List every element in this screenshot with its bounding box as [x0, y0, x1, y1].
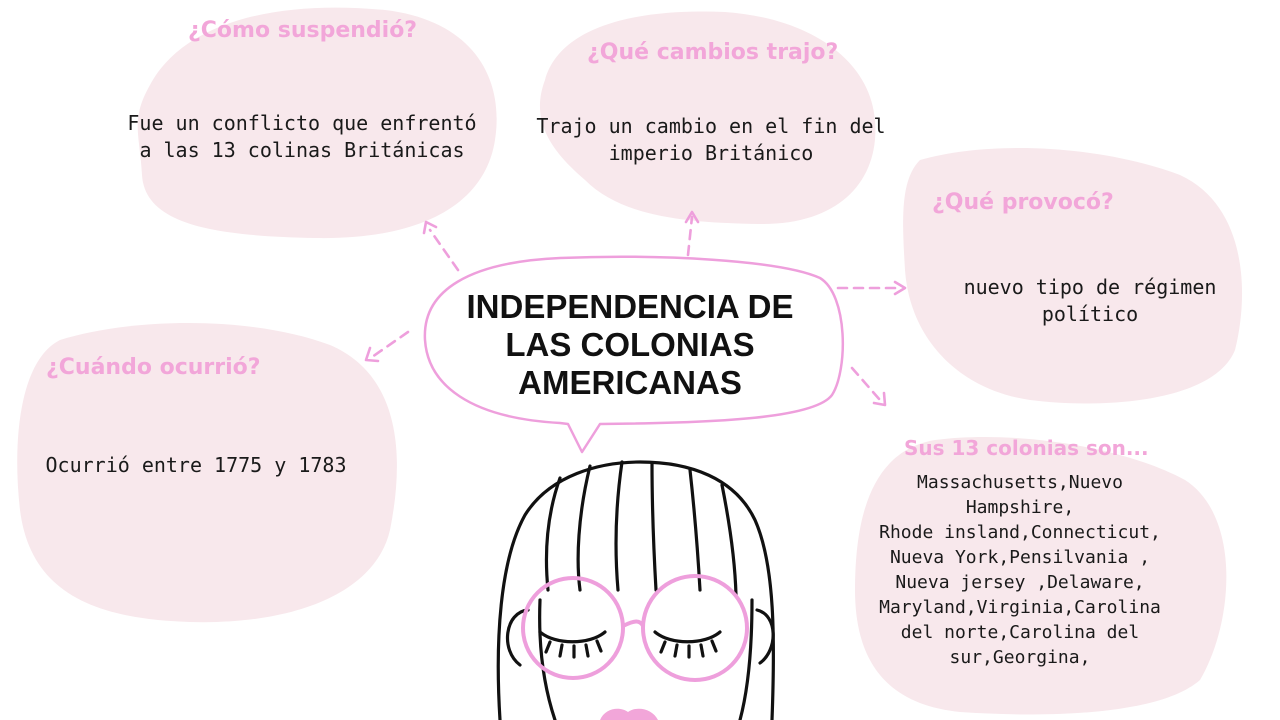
right-eye: [653, 630, 722, 644]
arrow-colonias-line: [850, 366, 882, 402]
answer-line: sur,Georgina,: [949, 647, 1091, 668]
answer-line: político: [1041, 302, 1139, 326]
arrow-provoco-head: [893, 280, 907, 296]
left-ear: [505, 608, 530, 667]
left-eye: [538, 630, 607, 644]
right-ear: [755, 608, 775, 665]
arrow-cuando-head: [364, 346, 380, 363]
arrow-colonias-head: [872, 391, 887, 407]
question-cambios: ¿Qué cambios trajo?: [587, 40, 839, 65]
answer-cuando: Ocurrió entre 1775 y 1783: [36, 452, 356, 479]
arrow-como-line: [428, 228, 460, 272]
answer-line: Ocurrió entre 1775 y 1783: [45, 453, 347, 477]
blob-provoco: [903, 148, 1243, 404]
answer-line: imperio Británico: [608, 141, 814, 165]
answer-line: Nueva jersey ,Delaware,: [895, 572, 1145, 593]
answer-line: Hampshire,: [965, 497, 1075, 518]
blob-colonias: [855, 436, 1227, 715]
central-title-line: INDEPENDENCIA DE: [466, 288, 794, 325]
answer-line: Massachusetts,Nuevo: [917, 472, 1123, 493]
arrow-cuando-line: [370, 330, 410, 359]
answer-line: Fue un conflicto que enfrentó: [127, 111, 477, 135]
answer-cambios: Trajo un cambio en el fin del imperio Br…: [505, 113, 917, 167]
arrow-cambios-line: [686, 215, 694, 257]
question-cuando: ¿Cuándo ocurrió?: [46, 355, 261, 380]
arrow-cambios-head: [684, 210, 700, 224]
arrow-como-head: [422, 220, 438, 235]
face-left: [538, 598, 557, 720]
question-como: ¿Cómo suspendió?: [188, 18, 418, 43]
answer-como: Fue un conflicto que enfrentó a las 13 c…: [100, 110, 504, 164]
speech-bubble: [423, 255, 845, 454]
face-right: [738, 598, 754, 720]
blob-cuando: [17, 322, 397, 623]
girl-illustration: [496, 460, 776, 720]
answer-line: a las 13 colinas Británicas: [139, 138, 465, 162]
answer-line: Nueva York,Pensilvania ,: [889, 547, 1151, 568]
answer-line: Maryland,Virginia,Carolina: [879, 597, 1161, 618]
answer-line: Rhode insland,Connecticut,: [879, 522, 1161, 543]
answer-line: del norte,Carolina del: [900, 622, 1140, 643]
question-colonias: Sus 13 colonias son...: [904, 436, 1149, 460]
central-title: INDEPENDENCIA DE LAS COLONIAS AMERICANAS: [440, 288, 820, 402]
answer-line: nuevo tipo de régimen: [963, 275, 1217, 299]
lips: [600, 708, 658, 720]
answer-line: Trajo un cambio en el fin del: [536, 114, 886, 138]
blob-como: [137, 7, 497, 239]
central-title-line: AMERICANAS: [518, 364, 742, 401]
central-title-line: LAS COLONIAS: [505, 326, 755, 363]
question-provoco: ¿Qué provocó?: [932, 190, 1114, 215]
blob-cambios: [539, 11, 876, 225]
glasses: [521, 574, 749, 682]
answer-provoco: nuevo tipo de régimen político: [940, 274, 1240, 328]
answer-colonias: Massachusetts,Nuevo Hampshire, Rhode ins…: [855, 470, 1185, 670]
hair-outline: [496, 460, 776, 720]
